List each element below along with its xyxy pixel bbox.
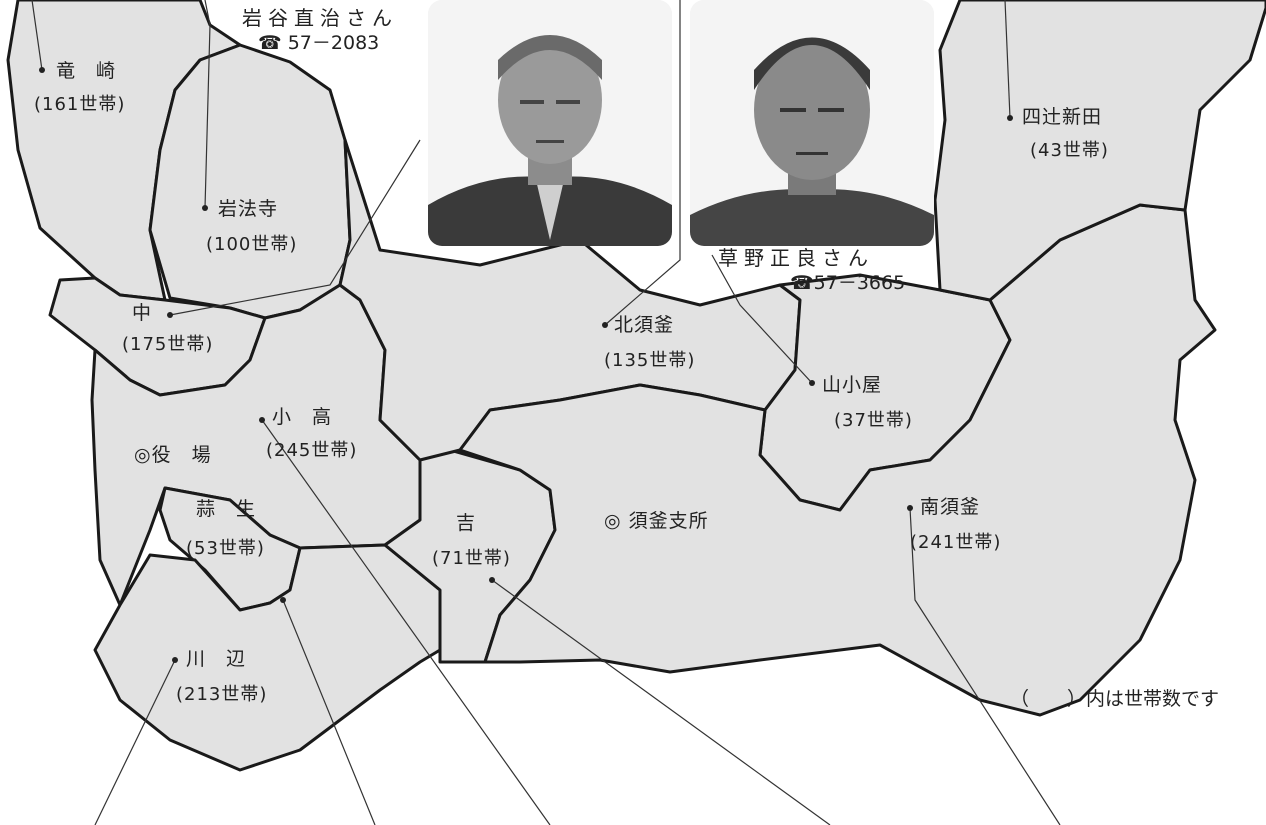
- households-tatsuzaki: (161世帯): [34, 94, 126, 115]
- marker-yotsutsuji: [1007, 115, 1013, 121]
- landmark-sugama-branch: ◎ 須釜支所: [604, 510, 709, 532]
- leader-line-odaka: [261, 419, 551, 825]
- marker-hiru: [280, 597, 286, 603]
- label-kitasugama: 北須釜: [614, 314, 675, 336]
- label-minamisugama: 南須釜: [920, 496, 981, 518]
- leader-line-yoshi: [491, 579, 831, 825]
- person-phone-1: ☎ 57－2083: [258, 34, 379, 53]
- marker-minamisugama: [907, 505, 913, 511]
- label-kawabe: 川 辺: [186, 648, 247, 670]
- households-odaka: (245世帯): [266, 440, 358, 461]
- person-name-2: 草野正良さん: [718, 246, 874, 270]
- phone-number-1: 57－2083: [287, 32, 380, 54]
- label-tatsuzaki: 竜 崎: [56, 60, 117, 82]
- landmark-town-hall: ◎役 場: [134, 444, 212, 466]
- leader-line-tatsuzaki: [31, 0, 43, 71]
- region-minamisugama[interactable]: [458, 203, 1217, 717]
- households-naka: (175世帯): [122, 334, 214, 355]
- phone-number-2: 57－3665: [813, 272, 906, 294]
- person-icon: [690, 0, 934, 246]
- label-naka: 中: [132, 302, 153, 324]
- household-note: （ ）内は世帯数です: [1010, 688, 1220, 710]
- leader-line-hiru: [282, 599, 376, 825]
- portrait-photo-1: [428, 0, 672, 246]
- marker-naka: [167, 312, 173, 318]
- households-kitasugama: (135世帯): [604, 350, 696, 371]
- households-minamisugama: (241世帯): [910, 532, 1002, 553]
- marker-odaka: [259, 417, 265, 423]
- marker-yoshi: [489, 577, 495, 583]
- households-yotsutsuji: (43世帯): [1030, 140, 1109, 161]
- label-yoshi: 吉: [456, 512, 477, 534]
- portrait-photo-2: [690, 0, 934, 246]
- leader-line-kitasugama: [604, 0, 681, 326]
- leader-line-kawabe: [94, 659, 176, 825]
- label-yamagoya: 山小屋: [822, 374, 883, 396]
- phone-icon: ☎: [258, 32, 282, 54]
- households-kawabe: (213世帯): [176, 684, 268, 705]
- marker-kitasugama: [602, 322, 608, 328]
- households-yamagoya: (37世帯): [834, 410, 913, 431]
- marker-yamagoya: [809, 380, 815, 386]
- person-icon: [428, 0, 672, 246]
- marker-ganhouji: [202, 205, 208, 211]
- person-name-1: 岩谷直治さん: [242, 6, 398, 30]
- households-yoshi: (71世帯): [432, 548, 511, 569]
- leader-line-yotsutsuji: [1004, 0, 1011, 119]
- label-hiru: 蒜 生: [196, 498, 257, 520]
- region-ganhouji[interactable]: [148, 43, 352, 320]
- marker-tatsuzaki: [39, 67, 45, 73]
- person-phone-2: ☎57－3665: [790, 274, 905, 293]
- leader-line-photo1: [204, 0, 211, 209]
- label-ganhouji: 岩法寺: [218, 198, 279, 220]
- label-yotsutsuji: 四辻新田: [1022, 106, 1103, 128]
- marker-kawabe: [172, 657, 178, 663]
- households-ganhouji: (100世帯): [206, 234, 298, 255]
- label-odaka: 小 高: [272, 406, 333, 428]
- phone-icon: ☎: [790, 272, 814, 294]
- leader-line-naka: [169, 139, 421, 316]
- leader-line-yamagoya: [711, 254, 813, 384]
- households-hiru: (53世帯): [186, 538, 265, 559]
- leader-line-minamisugama: [909, 507, 1061, 825]
- region-yotsutsuji[interactable]: [933, 0, 1266, 302]
